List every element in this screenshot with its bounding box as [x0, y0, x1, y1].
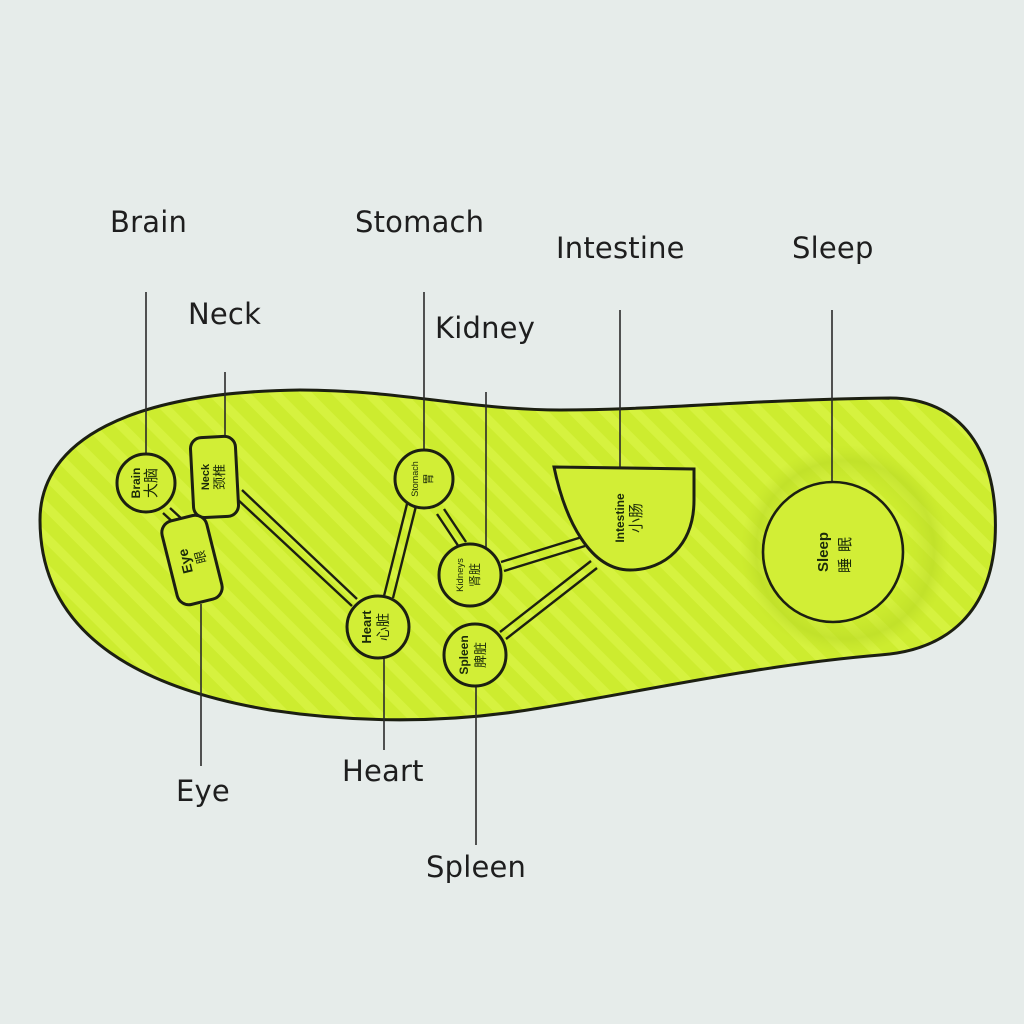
node-spleen-en: Spleen	[457, 635, 471, 674]
node-eye-zh: 眼	[192, 549, 210, 565]
connector-spleen-intestine	[499, 560, 598, 640]
node-kidney	[437, 542, 503, 608]
callout-intestine: Intestine	[556, 231, 685, 265]
node-sleep-en: Sleep	[815, 532, 832, 572]
callout-brain: Brain	[110, 205, 188, 239]
insole-outline	[38, 388, 997, 722]
node-neck-zh: 颈椎	[212, 464, 227, 490]
callout-spleen: Spleen	[426, 850, 527, 884]
callout-sleep: Sleep	[792, 231, 874, 265]
node-eye	[160, 513, 224, 607]
callout-neck: Neck	[188, 297, 262, 331]
node-spleen	[442, 622, 508, 688]
callout-heart: Heart	[342, 754, 424, 788]
node-kidney-en: Kidneys	[455, 558, 466, 592]
connector-kidney-intestine	[500, 535, 586, 573]
node-heart-en: Heart	[359, 610, 374, 644]
node-brain-zh: 大脑	[143, 468, 160, 498]
node-intestine	[552, 465, 696, 572]
node-stomach-zh: 胃	[422, 474, 435, 485]
node-brain	[115, 452, 177, 514]
node-heart	[345, 594, 411, 660]
node-eye-en: Eye	[174, 547, 196, 575]
node-stomach-en: Stomach	[410, 461, 420, 497]
callout-kidney: Kidney	[435, 311, 536, 345]
node-spleen-zh: 脾脏	[473, 642, 488, 668]
connector-stomach-kidney	[436, 508, 467, 548]
node-neck	[188, 434, 241, 520]
node-intestine-zh: 小肠	[628, 503, 645, 533]
node-heart-zh: 心脏	[375, 613, 391, 641]
node-intestine-en: Intestine	[613, 493, 627, 543]
node-kidney-zh: 肾脏	[467, 563, 482, 587]
callout-eye: Eye	[176, 774, 230, 808]
node-stomach	[393, 448, 455, 510]
node-brain-en: Brain	[129, 468, 143, 499]
node-sleep-zh: 睡眠	[837, 531, 854, 573]
connector-neck-heart	[235, 489, 358, 607]
node-sleep	[761, 480, 905, 624]
node-neck-en: Neck	[200, 463, 212, 490]
callout-stomach: Stomach	[355, 205, 485, 239]
